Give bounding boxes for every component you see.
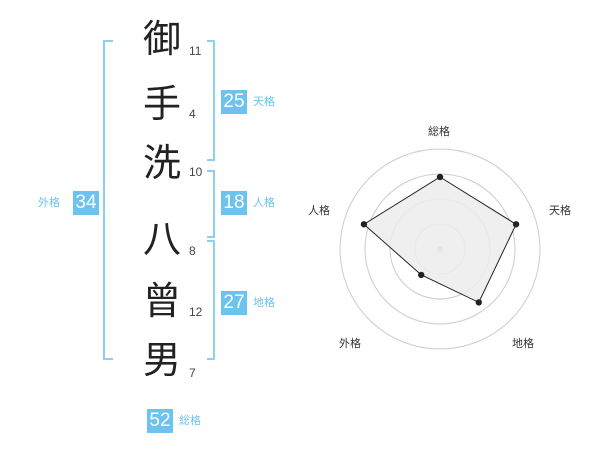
chikaku-badge: 27 [221,291,247,315]
radar-label-tenkaku: 天格 [549,204,571,217]
name-char-6: 男 [142,338,181,382]
jinkaku-label: 人格 [253,196,275,209]
radar-label-soukaku: 総格 [428,125,450,138]
stroke-count-3: 10 [189,165,203,179]
stroke-count-1: 11 [189,44,202,58]
stroke-count-5: 12 [189,305,203,319]
radar-point-4 [417,271,425,279]
radar-label-jinkaku: 人格 [308,204,330,217]
soukaku-badge: 52 [147,409,173,433]
radar-point-3 [475,299,482,306]
radar-shape [363,176,517,304]
tenkaku-bracket [207,40,215,161]
radar-label-chikaku: 地格 [512,337,534,350]
jinkaku-badge: 18 [221,191,247,215]
gaikaku-label: 外格 [38,196,60,209]
gaikaku-bracket [103,40,113,360]
name-char-5: 曾 [142,279,181,323]
jinkaku-bracket [207,170,215,238]
name-char-1: 御 [142,17,181,61]
tenkaku-badge: 25 [221,90,247,114]
gaikaku-badge: 34 [73,191,99,215]
chikaku-label: 地格 [253,296,275,309]
name-char-2: 手 [142,82,181,126]
radar-ring [339,148,541,350]
tenkaku-label: 天格 [253,95,275,108]
radar-label-gaikaku: 外格 [339,337,361,350]
stroke-count-6: 7 [189,366,196,380]
soukaku-label: 総格 [179,414,201,427]
radar-point-1 [436,173,444,181]
name-char-4: 八 [142,217,181,261]
name-char-3: 洗 [142,141,181,185]
chikaku-bracket [207,240,215,360]
stroke-count-2: 4 [189,107,196,121]
radar-point-2 [512,221,520,228]
stroke-count-4: 8 [189,244,196,258]
radar-point-5 [360,221,368,228]
